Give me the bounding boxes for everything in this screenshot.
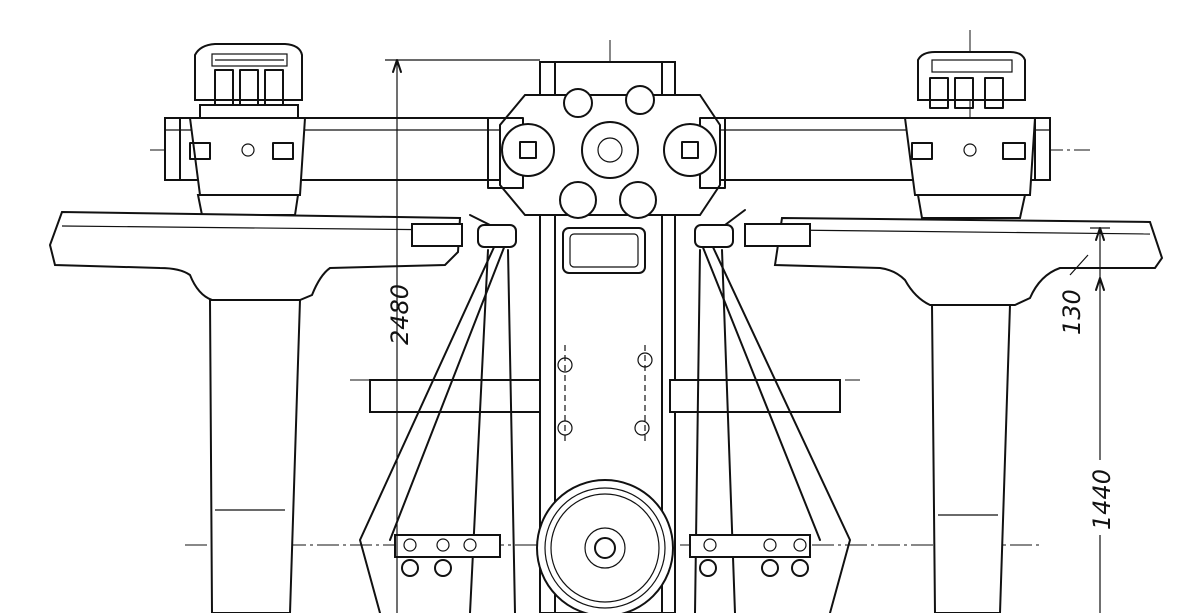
right-axle-box — [903, 51, 1037, 219]
dimension-1440: 1440 — [1088, 277, 1116, 613]
dimension-label-1440: 1440 — [1088, 469, 1116, 530]
lower-bolt-bars — [394, 534, 811, 577]
dimension-label-2480: 2480 — [386, 284, 414, 345]
dimension-label-130: 130 — [1058, 289, 1086, 335]
left-axle-box — [188, 43, 307, 216]
right-wheel — [773, 216, 1164, 613]
left-wheel — [48, 210, 462, 613]
dimension-130: 130 — [1058, 227, 1110, 335]
lower-drive-drum — [536, 479, 674, 613]
dimension-2480: 2480 — [385, 59, 540, 613]
